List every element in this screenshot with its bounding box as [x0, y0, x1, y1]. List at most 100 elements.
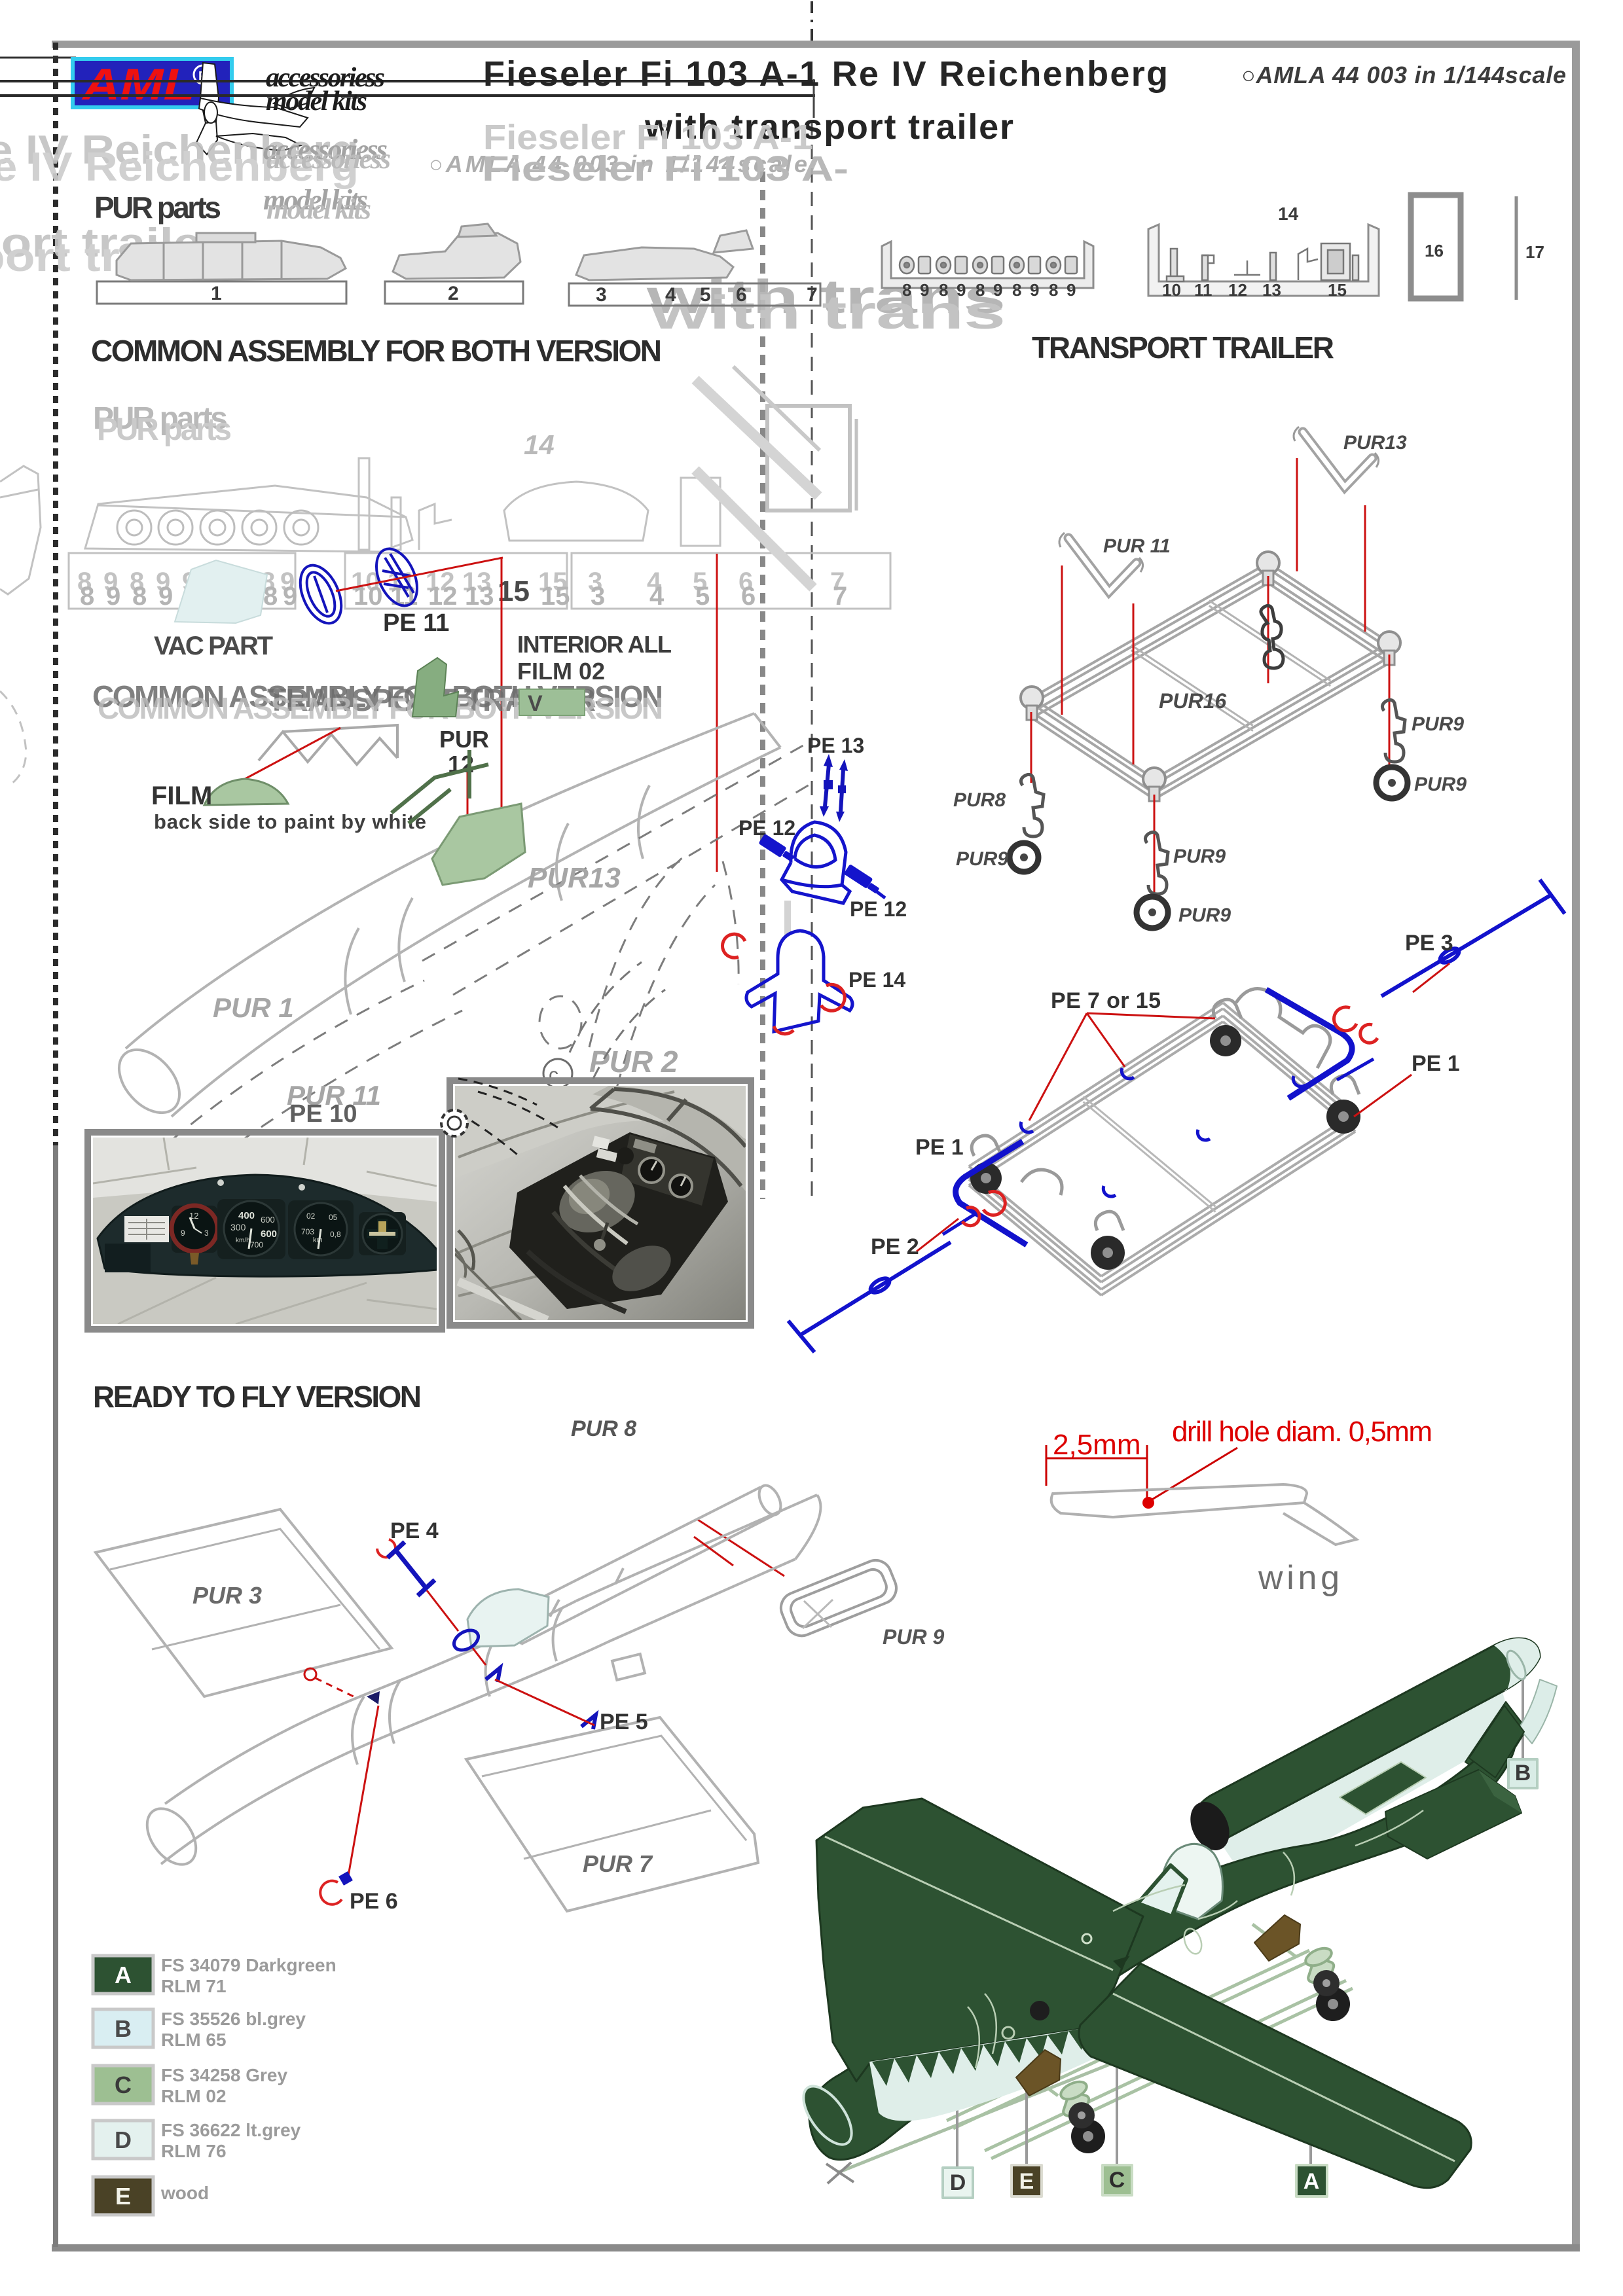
svg-text:B: B — [115, 2015, 132, 2042]
svg-text:8: 8 — [939, 280, 948, 300]
svg-text:9: 9 — [156, 567, 170, 596]
svg-text:12: 12 — [428, 582, 458, 611]
svg-text:PUR: PUR — [439, 726, 489, 753]
svg-text:PUR parts: PUR parts — [93, 401, 228, 436]
svg-text:1: 1 — [211, 283, 222, 304]
svg-text:model kits: model kits — [266, 193, 371, 225]
svg-text:Fieseler Fi 103 A-1 Re IV Reic: Fieseler Fi 103 A-1 Re IV Reichenberg — [483, 54, 1168, 94]
svg-text:15: 15 — [498, 575, 530, 607]
svg-text:PUR13: PUR13 — [528, 862, 621, 894]
svg-text:8: 8 — [1049, 280, 1058, 300]
svg-text:C: C — [1109, 2168, 1125, 2193]
svg-text:PUR 9: PUR 9 — [883, 1625, 944, 1649]
svg-text:accessoriess: accessoriess — [263, 134, 388, 166]
svg-text:FS 34079 Darkgreen: FS 34079 Darkgreen — [161, 1955, 337, 1975]
svg-text:4: 4 — [647, 567, 662, 596]
svg-text:TRANSPORT TRAILER: TRANSPORT TRAILER — [1032, 331, 1334, 365]
svg-text:3: 3 — [204, 1229, 209, 1238]
svg-text:PE 1: PE 1 — [915, 1135, 964, 1160]
svg-text:9: 9 — [1067, 280, 1076, 300]
svg-text:6: 6 — [739, 567, 753, 596]
svg-text:PUR 11: PUR 11 — [287, 1080, 381, 1111]
svg-text:12: 12 — [189, 1211, 198, 1221]
svg-text:A: A — [115, 1962, 132, 1988]
svg-text:PE 6: PE 6 — [350, 1889, 398, 1914]
svg-text:PUR9: PUR9 — [1173, 846, 1226, 867]
svg-text:FS 36622 lt.grey: FS 36622 lt.grey — [161, 2120, 301, 2140]
svg-text:PE 14: PE 14 — [848, 968, 905, 992]
svg-text:15: 15 — [541, 582, 570, 611]
svg-text:B: B — [1515, 1761, 1531, 1785]
svg-text:COMMON ASSEMBLY FOR BOTH VERSI: COMMON ASSEMBLY FOR BOTH VERSION — [91, 334, 662, 368]
svg-text:○AMLA 44 003 in 1/144scale: ○AMLA 44 003 in 1/144scale — [1241, 62, 1566, 88]
svg-text:PUR9: PUR9 — [1178, 905, 1231, 926]
svg-text:13: 13 — [462, 567, 492, 596]
svg-text:PUR 2: PUR 2 — [589, 1045, 678, 1079]
svg-text:3: 3 — [596, 284, 607, 306]
svg-text:km/h: km/h — [236, 1237, 250, 1244]
svg-text:7: 7 — [807, 284, 818, 306]
svg-text:9: 9 — [158, 582, 173, 611]
svg-text:9: 9 — [957, 280, 966, 300]
svg-text:PUR 7: PUR 7 — [583, 1850, 653, 1877]
svg-text:05: 05 — [329, 1213, 338, 1222]
svg-text:model kits: model kits — [266, 86, 367, 117]
svg-text:PE 2: PE 2 — [871, 1234, 919, 1259]
svg-text:17: 17 — [1525, 242, 1544, 262]
svg-text:Re IV Reichenberg: Re IV Reichenberg — [0, 128, 359, 173]
svg-text:Fieseler Fi 103 A-1: Fieseler Fi 103 A-1 — [483, 118, 813, 157]
svg-text:PUR9: PUR9 — [1412, 713, 1464, 735]
svg-text:8: 8 — [1012, 280, 1021, 300]
svg-text:with trans: with trans — [649, 287, 1006, 339]
svg-text:PE 4: PE 4 — [390, 1518, 439, 1543]
svg-text:9: 9 — [1030, 280, 1039, 300]
svg-text:9: 9 — [280, 567, 295, 596]
svg-text:PUR parts: PUR parts — [97, 412, 232, 447]
svg-text:E: E — [115, 2183, 131, 2210]
svg-text:4: 4 — [665, 284, 676, 306]
svg-text:PE 11: PE 11 — [383, 609, 449, 637]
svg-text:RLM 02: RLM 02 — [161, 2086, 227, 2106]
svg-text:6: 6 — [736, 284, 747, 306]
svg-text:PE 1: PE 1 — [1412, 1051, 1460, 1076]
svg-text:PUR 11: PUR 11 — [1103, 535, 1171, 557]
svg-text:RLM 65: RLM 65 — [161, 2030, 227, 2050]
svg-text:PE 5: PE 5 — [600, 1710, 648, 1734]
svg-text:FILM 02: FILM 02 — [517, 658, 605, 685]
svg-text:400: 400 — [238, 1210, 255, 1221]
svg-text:drill hole diam. 0,5mm: drill hole diam. 0,5mm — [1172, 1416, 1432, 1448]
svg-text:wood: wood — [160, 2183, 209, 2203]
svg-text:VAC PART: VAC PART — [154, 632, 273, 660]
svg-text:Fieseler Fi 103 A-: Fieseler Fi 103 A- — [482, 149, 848, 188]
svg-text:11: 11 — [1194, 280, 1213, 300]
svg-text:10: 10 — [1162, 280, 1181, 300]
svg-text:14: 14 — [524, 429, 555, 460]
svg-text:RLM 71: RLM 71 — [161, 1976, 227, 1996]
svg-text:back side to paint by white: back side to paint by white — [154, 810, 426, 833]
svg-text:700: 700 — [250, 1240, 263, 1249]
svg-text:D: D — [950, 2170, 966, 2195]
svg-text:3: 3 — [591, 582, 605, 611]
svg-text:AML: AML — [81, 60, 195, 109]
svg-text:PE 12: PE 12 — [850, 897, 907, 921]
svg-text:FS 35526 bl.grey: FS 35526 bl.grey — [161, 2009, 306, 2029]
svg-text:○AMLA 44 003 in 1/144scale: ○AMLA 44 003 in 1/144scale — [429, 151, 807, 177]
svg-text:16: 16 — [1425, 241, 1444, 260]
svg-text:A: A — [1304, 2169, 1320, 2194]
svg-text:accessoriess: accessoriess — [266, 143, 391, 175]
svg-text:14: 14 — [1278, 204, 1299, 224]
svg-text:5: 5 — [700, 284, 711, 306]
svg-text:6: 6 — [741, 582, 756, 611]
svg-text:13: 13 — [1262, 280, 1281, 300]
svg-text:3: 3 — [588, 567, 602, 596]
svg-text:8: 8 — [976, 280, 985, 300]
svg-text:PUR 8: PUR 8 — [571, 1416, 636, 1441]
svg-text:8: 8 — [80, 582, 94, 611]
svg-text:8: 8 — [263, 582, 278, 611]
svg-text:13: 13 — [465, 582, 494, 611]
svg-text:PE 3: PE 3 — [1405, 931, 1453, 956]
svg-text:5: 5 — [695, 582, 710, 611]
svg-text:15: 15 — [1328, 280, 1347, 300]
svg-text:with transport trailer: with transport trailer — [644, 107, 1013, 147]
svg-text:9: 9 — [181, 1229, 185, 1238]
